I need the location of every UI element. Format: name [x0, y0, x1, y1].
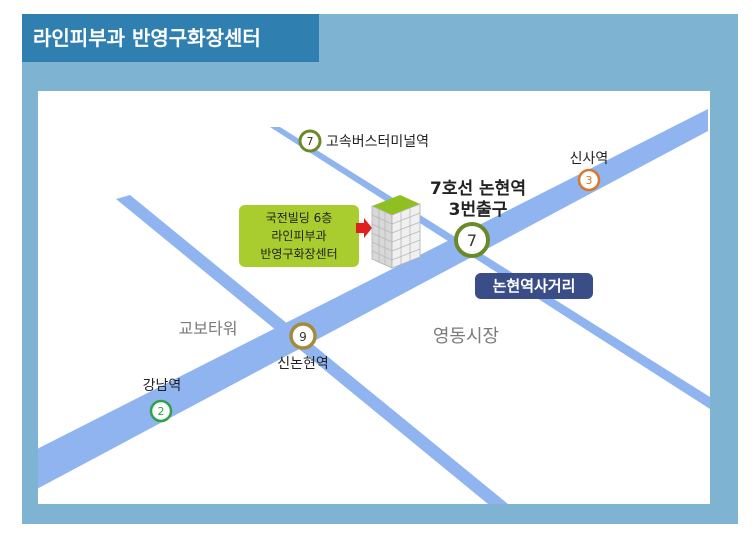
intersection-badge: 논현역사거리 — [475, 273, 593, 299]
callout-line3: 반영구화장센터 — [260, 247, 337, 261]
line-7-icon — [454, 222, 490, 258]
building-callout[interactable]: 국전빌딩 6층 라인피부과 반영구화장센터 — [239, 205, 372, 267]
callout-line2: 라인피부과 — [271, 229, 326, 243]
station-express-terminal[interactable]: 7 고속버스터미널역 — [298, 129, 429, 153]
line-7-icon — [298, 129, 322, 153]
line-number: 7 — [307, 135, 314, 148]
place-kyobo-tower: 교보타워 — [179, 319, 238, 338]
line-3-icon — [577, 168, 601, 192]
station-gangnam[interactable]: 강남역 2 — [143, 378, 182, 423]
intersection-label: 논현역사거리 — [493, 277, 576, 295]
station-name: 고속버스터미널역 — [326, 134, 429, 150]
line-2-icon — [149, 399, 173, 423]
line-number: 7 — [467, 231, 477, 250]
callout-line1: 국전빌딩 6층 — [266, 211, 333, 225]
map-svg: 7 고속버스터미널역 신사역 3 7호선 논현역 3번출구 7 논현역사거리 국… — [38, 109, 710, 504]
map-canvas: 7 고속버스터미널역 신사역 3 7호선 논현역 3번출구 7 논현역사거리 국… — [38, 91, 710, 504]
station-sinsa[interactable]: 신사역 3 — [570, 151, 609, 192]
building-icon — [371, 195, 421, 269]
arrow-right-icon — [356, 218, 372, 238]
station-name-line2: 3번출구 — [449, 200, 508, 220]
page-title: 라인피부과 반영구화장센터 — [22, 14, 319, 62]
callout-box — [239, 205, 359, 267]
station-name-line1: 7호선 논현역 — [430, 179, 526, 199]
line-number: 3 — [586, 174, 593, 187]
place-yeongdong-market: 영동시장 — [433, 326, 499, 347]
line-number: 2 — [158, 405, 165, 418]
road-right-diagonal — [270, 127, 710, 409]
station-name: 강남역 — [143, 378, 182, 394]
station-name: 신사역 — [570, 151, 609, 167]
line-9-icon — [289, 322, 317, 350]
roads — [38, 109, 710, 504]
road-left-diagonal — [116, 195, 508, 504]
station-sinnonhyeon[interactable]: 9 신논현역 — [277, 322, 329, 372]
station-name: 신논현역 — [277, 356, 329, 372]
road-main-diagonal — [38, 109, 708, 489]
station-nonhyeon[interactable]: 7호선 논현역 3번출구 7 — [430, 179, 526, 258]
line-number: 9 — [299, 330, 307, 344]
